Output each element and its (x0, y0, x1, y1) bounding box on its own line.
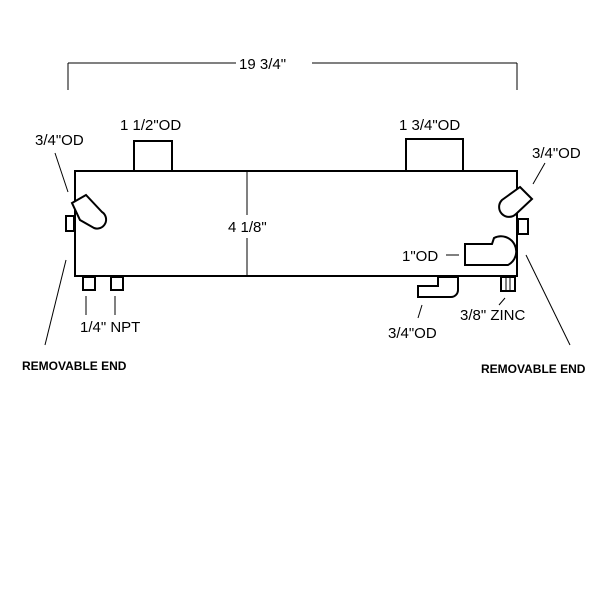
bottom-port-label: 3/4"OD (388, 325, 437, 342)
top-port-left (133, 140, 173, 172)
main-body (74, 170, 518, 277)
removable-end-left-leader (44, 259, 67, 346)
npt-port-1 (82, 276, 96, 291)
top-port-right (405, 138, 464, 172)
left-end-port-label: 3/4"OD (35, 132, 84, 149)
removable-end-left-label: REMOVABLE END (22, 359, 127, 373)
zinc-leader (498, 297, 506, 306)
bottom-port-leader (417, 304, 423, 319)
right-end-port-label: 3/4"OD (532, 145, 581, 162)
right-end-port (498, 185, 534, 218)
left-end-port (70, 193, 108, 230)
overall-length-label: 19 3/4" (239, 56, 286, 73)
right-end-plug (517, 218, 529, 235)
overall-length-dimension: 19 3/4" (67, 56, 518, 90)
npt-label: 1/4" NPT (80, 319, 140, 336)
zinc-label: 3/8" ZINC (460, 307, 526, 324)
removable-end-right-leader (525, 254, 571, 346)
top-port-left-label: 1 1/2"OD (120, 117, 181, 134)
left-end-port-leader (54, 152, 69, 193)
top-port-right-label: 1 3/4"OD (399, 117, 460, 134)
side-port (464, 235, 518, 266)
zinc-anode (500, 276, 516, 292)
bottom-port (417, 276, 459, 298)
left-end-plug (65, 215, 75, 232)
right-end-port-leader (532, 162, 546, 185)
side-port-label: 1"OD (402, 248, 438, 265)
removable-end-right-label: REMOVABLE END (481, 362, 586, 376)
height-label: 4 1/8" (228, 219, 267, 236)
npt-port-2 (110, 276, 124, 291)
